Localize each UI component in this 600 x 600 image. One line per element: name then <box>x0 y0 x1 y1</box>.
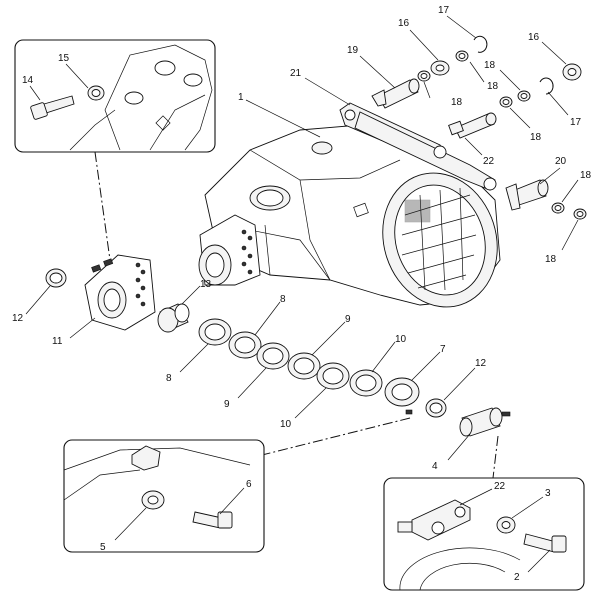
washer-18-pin20-a <box>551 202 565 214</box>
callout-8-b: 8 <box>166 373 172 384</box>
washer-18-right-b <box>517 90 531 102</box>
leader-1 <box>245 99 321 138</box>
callout-8-a: 8 <box>280 294 286 305</box>
washer-18-left <box>417 70 431 82</box>
washer-15 <box>87 85 105 101</box>
bracket-11 <box>84 254 156 331</box>
seal-12-right <box>425 398 447 418</box>
inset-leader-line-bl <box>261 417 411 456</box>
callout-9-b: 9 <box>224 399 230 410</box>
inset-leader-line-br <box>492 435 499 479</box>
callout-4: 4 <box>432 461 438 472</box>
bushing-16-left <box>430 60 450 76</box>
callout-19: 19 <box>347 45 359 56</box>
bolt-2 <box>523 533 567 553</box>
callout-12-a: 12 <box>12 313 24 324</box>
inset-bottom-right: 22 3 2 <box>383 477 585 591</box>
callout-22-a: 22 <box>483 156 495 167</box>
inset-top-left: 14 15 <box>14 39 216 153</box>
callout-13: 13 <box>200 279 212 290</box>
callout-21: 21 <box>290 68 302 79</box>
link-plate-22 <box>397 499 471 541</box>
bolt-14 <box>30 95 75 120</box>
callout-10-b: 10 <box>280 419 292 430</box>
washer-5 <box>141 490 165 510</box>
callout-16-b: 16 <box>528 32 540 43</box>
inset-nut <box>131 445 161 471</box>
washer-3 <box>496 516 516 534</box>
callout-9-a: 9 <box>345 314 351 325</box>
axle-housing-1 <box>198 102 501 308</box>
bolt-6 <box>192 511 233 529</box>
thrust-ring-7 <box>384 377 420 415</box>
inset-frame <box>14 39 216 153</box>
shim-9-second <box>287 352 321 380</box>
callout-18-f: 18 <box>545 254 557 265</box>
snap-ring-17-right <box>539 77 554 95</box>
inset-frame <box>63 439 265 553</box>
callout-2: 2 <box>514 572 520 583</box>
callout-11: 11 <box>52 336 63 347</box>
callout-1: 1 <box>238 92 244 103</box>
shim-10-first <box>316 362 350 390</box>
leader-21 <box>304 77 351 106</box>
pin-19 <box>371 78 420 109</box>
callout-5: 5 <box>100 542 106 553</box>
pin-22-upper <box>448 112 497 139</box>
callout-20: 20 <box>555 156 567 167</box>
washer-18-pin20-b <box>573 208 587 220</box>
callout-6: 6 <box>246 479 252 490</box>
bushing-16-right <box>562 63 582 81</box>
callout-12-b: 12 <box>475 358 487 369</box>
callout-18-c: 18 <box>484 60 496 71</box>
callout-18-a: 18 <box>451 97 463 108</box>
washer-18-right-a <box>499 96 513 108</box>
callout-3: 3 <box>545 488 551 499</box>
pin-20 <box>505 179 549 211</box>
inset-housing-outline <box>104 44 213 151</box>
callout-14: 14 <box>22 75 34 86</box>
callout-22-b: 22 <box>494 481 506 492</box>
callout-10-a: 10 <box>395 334 407 345</box>
shim-10-second <box>349 369 383 397</box>
pin-4 <box>459 407 511 437</box>
callout-7: 7 <box>440 344 446 355</box>
callout-18-d: 18 <box>530 132 542 143</box>
callout-18-b: 18 <box>487 81 499 92</box>
inset-bottom-left: 5 6 <box>63 439 265 553</box>
snap-ring-17-left <box>473 35 488 53</box>
inset-stud <box>154 60 176 76</box>
inset-stud <box>183 73 203 87</box>
callout-15: 15 <box>58 53 70 64</box>
inset-frame <box>383 477 585 591</box>
inset-leader-line <box>94 151 111 261</box>
inset-stud <box>124 91 144 105</box>
washer-18-upper <box>455 50 469 62</box>
shim-8-first <box>198 318 232 346</box>
callout-17-b: 17 <box>570 117 582 128</box>
callout-17-a: 17 <box>438 5 450 16</box>
bushing-13 <box>157 303 190 333</box>
shim-8-second <box>228 331 262 359</box>
callout-18-e: 18 <box>580 170 592 181</box>
seal-12-left <box>45 268 67 288</box>
shim-9-first <box>256 342 290 370</box>
callout-16-a: 16 <box>398 18 410 29</box>
